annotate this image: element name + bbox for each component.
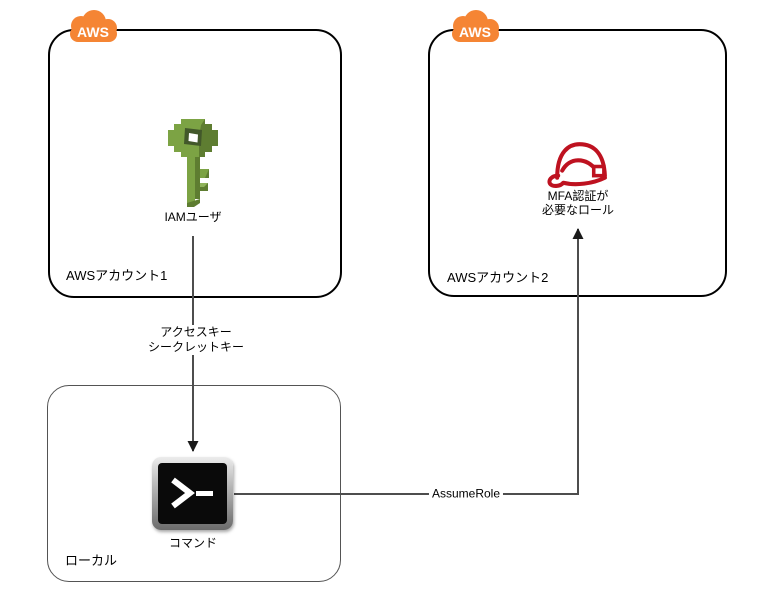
- aws-badge-label: AWS: [77, 24, 109, 40]
- aws-badge-label: AWS: [459, 24, 491, 40]
- access-key-edge-label: アクセスキー シークレットキー: [144, 325, 248, 355]
- assume-role-edge-label: AssumeRole: [428, 486, 504, 502]
- terminal-screen: [158, 463, 227, 524]
- aws-account2-label: AWSアカウント2: [447, 270, 549, 285]
- iam-key-icon: [168, 119, 218, 207]
- terminal-icon: [152, 457, 233, 530]
- role-hard-hat-icon: [547, 142, 607, 188]
- terminal-prompt-icon: [170, 477, 213, 508]
- iam-user-label: IAMユーザ: [164, 210, 222, 224]
- aws-cloud-icon: AWS: [452, 10, 499, 42]
- aws-cloud-icon: AWS: [70, 10, 117, 42]
- aws-account1-label: AWSアカウント1: [66, 268, 168, 283]
- local-zone-label: ローカル: [65, 553, 118, 568]
- command-label: コマンド: [168, 536, 218, 550]
- mfa-role-label: MFA認証が 必要なロール: [541, 189, 615, 217]
